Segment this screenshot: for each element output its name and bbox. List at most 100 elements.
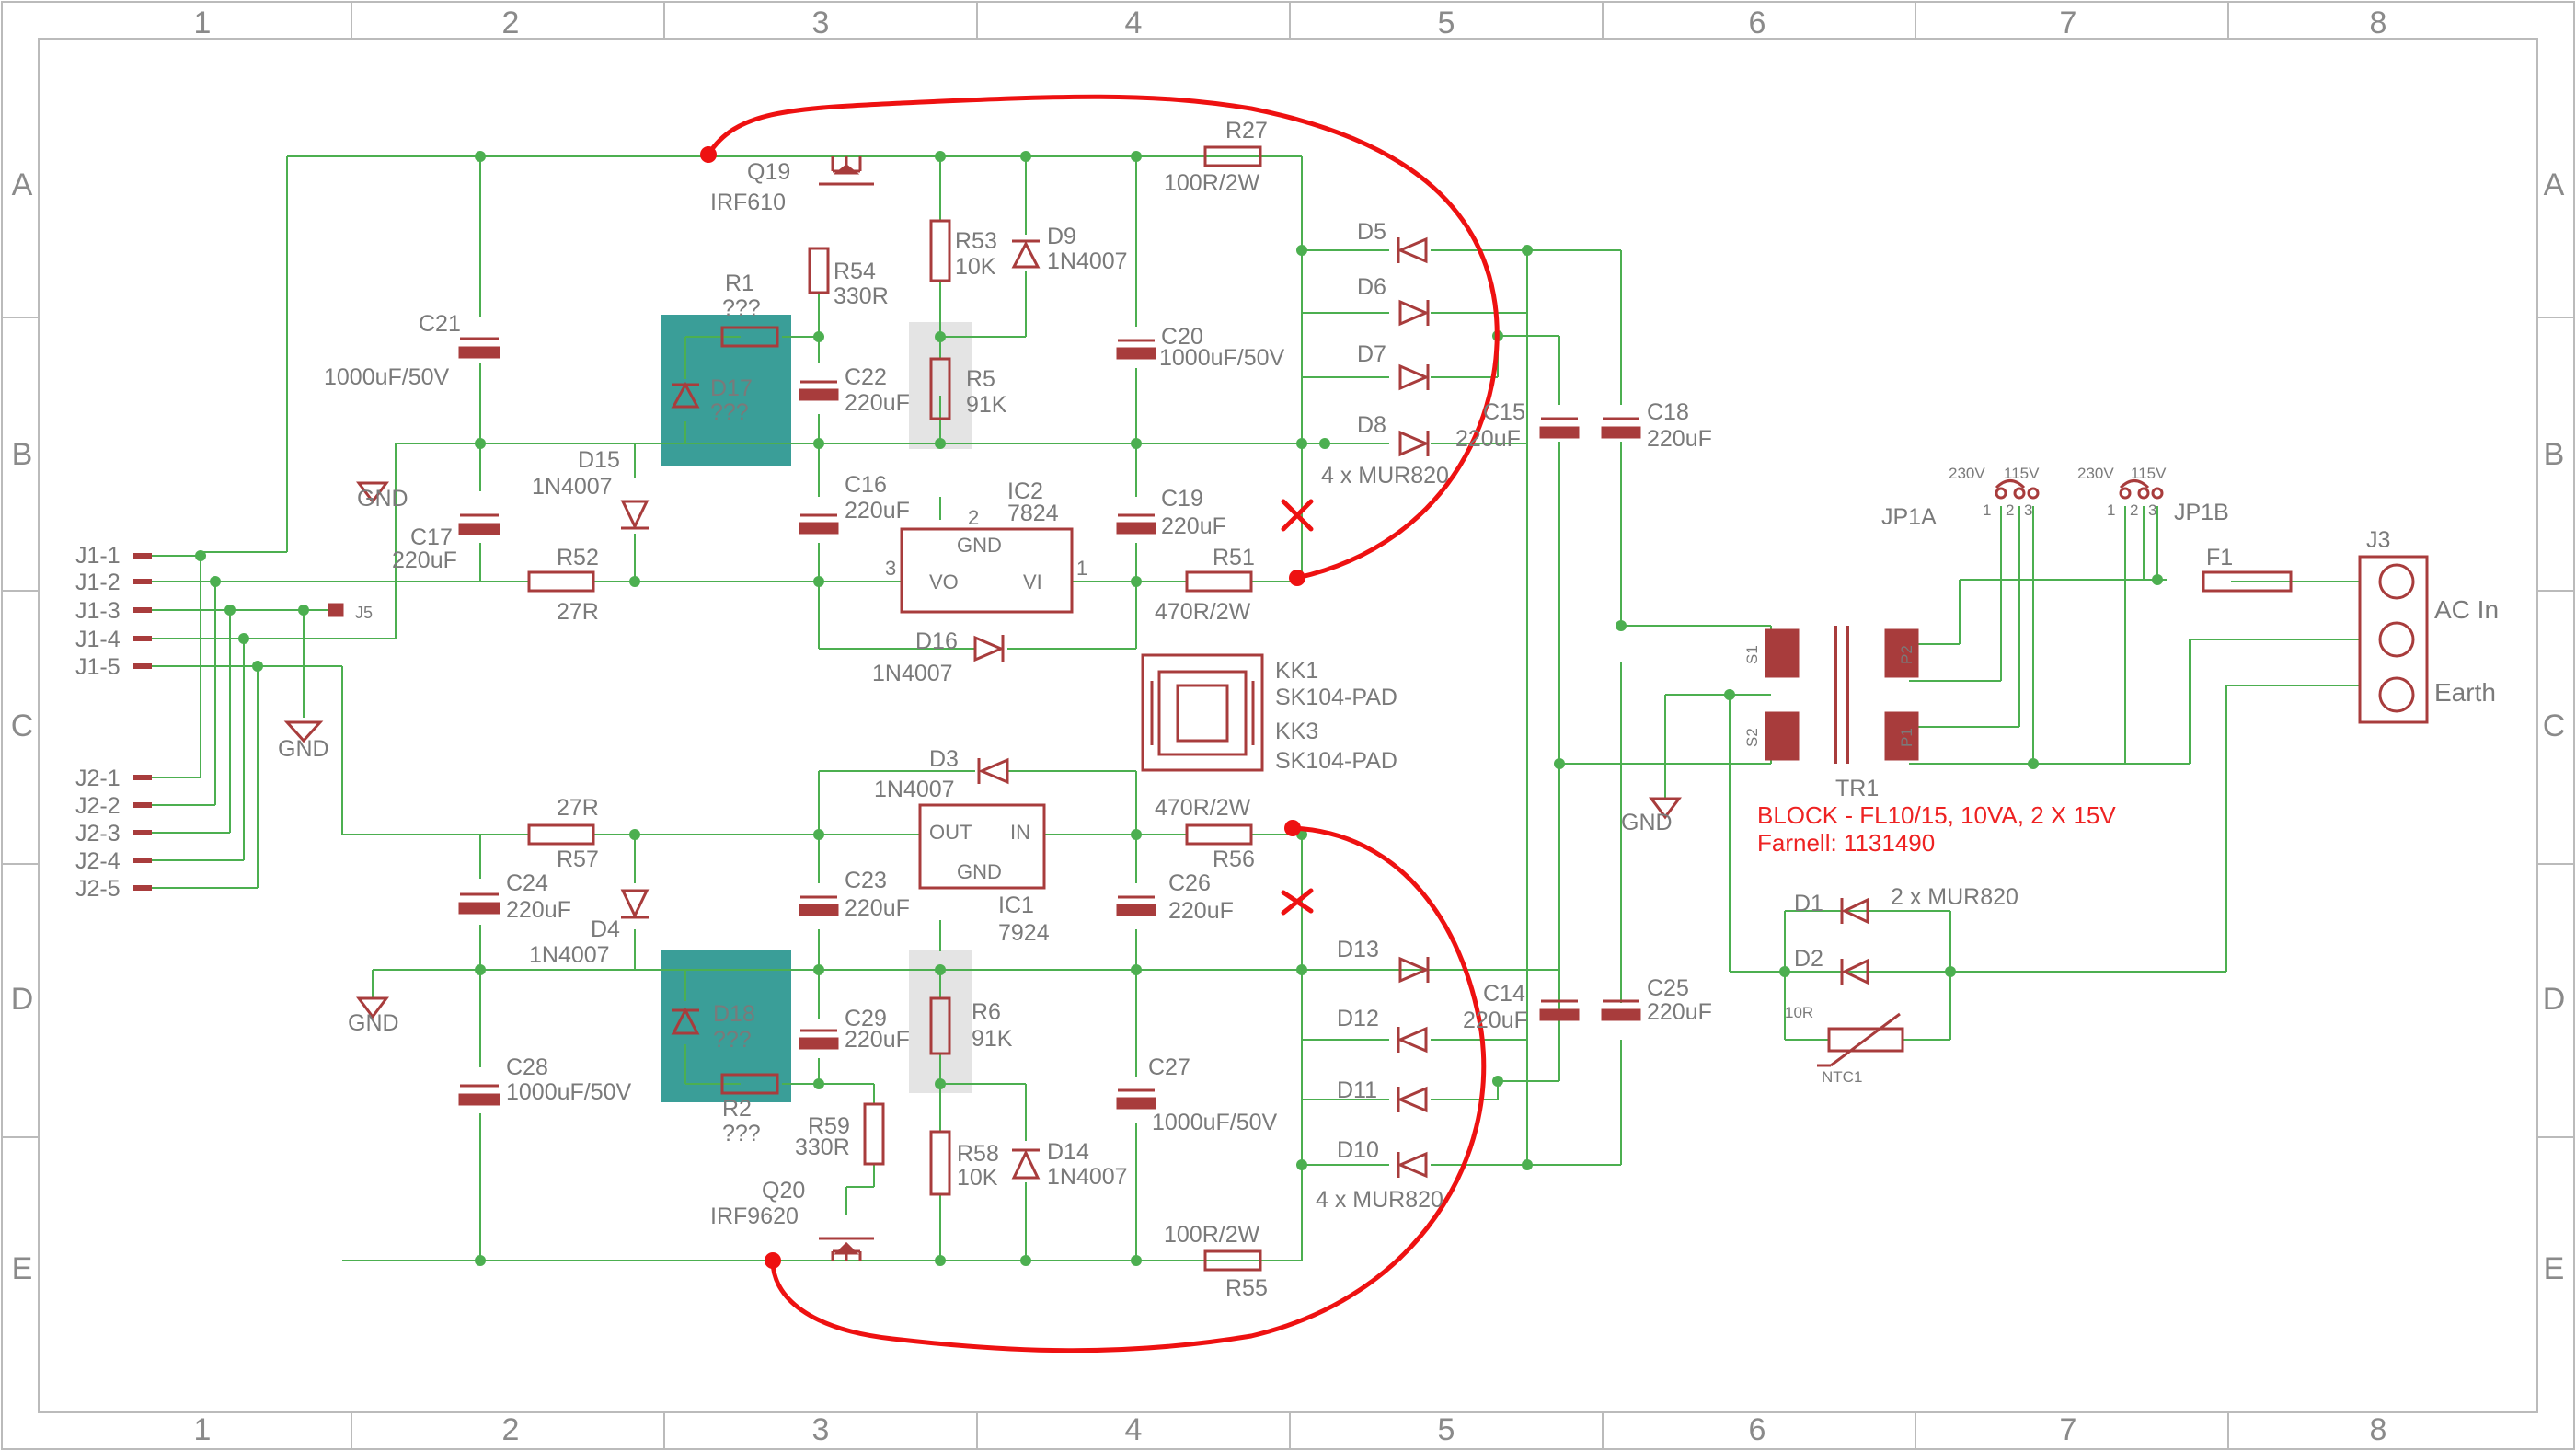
d2-name: D2 <box>1794 946 1823 972</box>
r55-name: R55 <box>1225 1275 1268 1301</box>
r59-name: R59 <box>808 1113 850 1139</box>
diode-d4 <box>620 889 650 919</box>
c23-name: C23 <box>845 868 887 893</box>
diode-d9 <box>1011 239 1041 269</box>
c25-name: C25 <box>1647 975 1689 1001</box>
j2-2-label: J2-2 <box>75 793 121 819</box>
d18-highlight <box>661 950 791 1102</box>
ntc1-body <box>1827 1027 1904 1053</box>
d8-name: D8 <box>1357 412 1386 438</box>
transformer-tr1 <box>1765 626 1919 764</box>
gnd-label: GND <box>357 486 408 512</box>
ic2-value: 7824 <box>1007 501 1059 526</box>
d12-name: D12 <box>1337 1006 1379 1031</box>
jp1b-pin-2: 2 <box>2130 501 2138 519</box>
j3-name: J3 <box>2366 527 2390 553</box>
d7-name: D7 <box>1357 341 1386 367</box>
red-markup-dots <box>700 146 1305 1269</box>
ic2-vi-pin: VI <box>1023 570 1042 593</box>
gnd-label: GND <box>1621 810 1673 835</box>
d15-name: D15 <box>578 447 620 473</box>
col-label: 4 <box>1125 1412 1143 1447</box>
rect-pos-label: 4 x MUR820 <box>1321 463 1449 489</box>
f1-name: F1 <box>2206 545 2233 570</box>
r5-name: R5 <box>966 366 995 392</box>
diode-d15 <box>620 500 650 530</box>
c19-value: 220uF <box>1161 513 1226 539</box>
d1-name: D1 <box>1794 891 1823 916</box>
r27-body <box>1203 145 1262 167</box>
j2-1-label: J2-1 <box>75 766 121 791</box>
connector-j3 <box>2358 555 2429 724</box>
jp1b-pin-3: 3 <box>2148 501 2156 519</box>
q20-value: IRF9620 <box>710 1203 799 1229</box>
cap-c20 <box>1116 339 1156 360</box>
ntc1-name: NTC1 <box>1822 1068 1862 1086</box>
q19-name: Q19 <box>747 159 790 185</box>
f1-body <box>2202 570 2293 593</box>
jp1b-pin-1: 1 <box>2107 501 2115 519</box>
d4-value: 1N4007 <box>529 942 610 968</box>
c15-value: 220uF <box>1455 426 1521 452</box>
diode-d17 <box>671 381 700 409</box>
d16-name: D16 <box>915 628 958 654</box>
col-label: 8 <box>2370 6 2387 40</box>
c22-name: C22 <box>845 364 887 390</box>
ic2-pin-2: 2 <box>968 506 979 529</box>
d11-name: D11 <box>1337 1077 1377 1103</box>
ic1-gnd-pin: GND <box>957 860 1002 883</box>
r57-value: 27R <box>557 795 599 821</box>
ic1-body <box>918 803 1046 890</box>
d14-value: 1N4007 <box>1047 1164 1128 1190</box>
ic2-vo-pin: VO <box>929 570 959 593</box>
r59-value: 330R <box>795 1134 850 1160</box>
c24-name: C24 <box>506 870 548 896</box>
gnd-symbol <box>283 720 324 743</box>
tr1-p1: P1 <box>1898 728 1915 747</box>
col-label: 1 <box>194 6 212 40</box>
d5-name: D5 <box>1357 219 1386 245</box>
tr1-p2: P2 <box>1898 645 1915 664</box>
row-label: D <box>2543 982 2566 1017</box>
cap-c27 <box>1116 1088 1156 1110</box>
col-label: 5 <box>1438 6 1455 40</box>
row-label: E <box>2544 1251 2565 1286</box>
r56-name: R56 <box>1213 846 1255 872</box>
diode-d7 <box>1398 363 1430 391</box>
c28-name: C28 <box>506 1054 548 1080</box>
r58-body <box>929 1130 951 1196</box>
earth-label: Earth <box>2434 678 2496 707</box>
c16-name: C16 <box>845 472 887 498</box>
cap-c16 <box>799 513 839 535</box>
ic2-name: IC2 <box>1007 478 1043 504</box>
c23-value: 220uF <box>845 895 910 921</box>
c18-value: 220uF <box>1647 426 1712 452</box>
col-label: 1 <box>194 1412 212 1447</box>
row-label: E <box>12 1251 33 1286</box>
cap-c21 <box>458 337 500 359</box>
r56-body <box>1185 823 1253 846</box>
tr1-s2: S2 <box>1743 728 1761 747</box>
r51-name: R51 <box>1213 545 1255 570</box>
r2-body <box>720 1073 779 1095</box>
cap-c23 <box>799 895 839 916</box>
ic1-name: IC1 <box>998 892 1034 918</box>
ic2-pin-3: 3 <box>885 557 896 580</box>
ic1-value: 7924 <box>998 920 1050 946</box>
j1-5-label: J1-5 <box>75 654 121 680</box>
d13-name: D13 <box>1337 937 1379 962</box>
d16-value: 1N4007 <box>872 661 953 686</box>
ic1-out-pin: OUT <box>929 821 972 844</box>
gnd-symbol <box>356 481 389 504</box>
gnd-symbol <box>1649 797 1682 820</box>
d17-name: D17 <box>710 375 753 401</box>
block-line-2: Farnell: 1131490 <box>1757 829 1935 857</box>
gnd-label: GND <box>348 1010 399 1036</box>
rect-neg-label: 4 x MUR820 <box>1316 1187 1443 1213</box>
heatsink-kk <box>1141 653 1264 772</box>
col-label: 3 <box>812 6 830 40</box>
col-label: 6 <box>1749 1412 1766 1447</box>
cap-c25 <box>1601 999 1641 1021</box>
red-markup <box>706 94 1500 1353</box>
row-label: D <box>11 982 34 1017</box>
